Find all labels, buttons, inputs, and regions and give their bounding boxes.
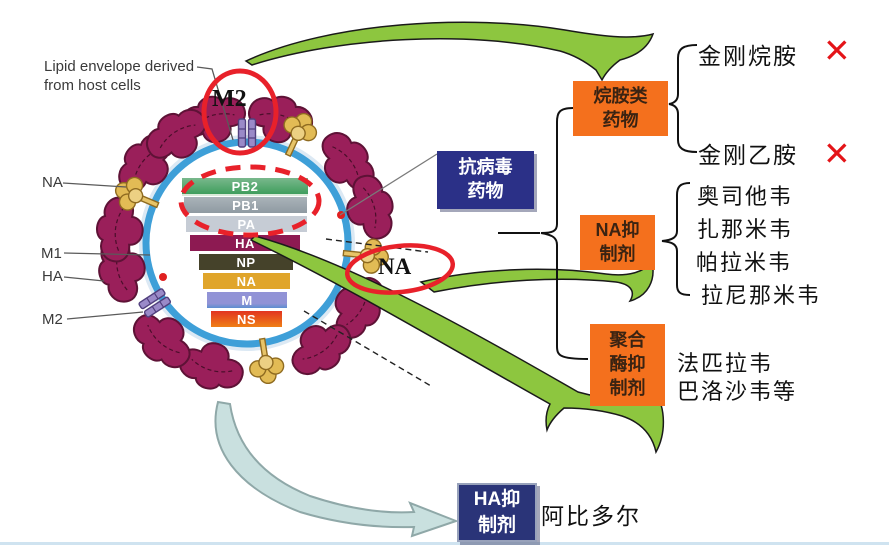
brace-na-inhibitor [661,182,691,296]
alkylamine-box-line2: 药物 [602,109,639,130]
brace-main [540,107,589,360]
lipid-envelope-label: Lipid envelope derived from host cells [44,57,194,95]
arrow-m2-to-alkylamine [244,21,655,82]
drug-amantadine: 金刚烷胺 [698,44,798,69]
polymerase-highlight-dashed-ellipse [178,164,322,238]
segment-bar-m: M [207,292,287,308]
alkylamine-box-line1: 烷胺类 [593,85,648,106]
membrane-dot [159,273,167,281]
segment-label: PB1 [232,197,259,213]
na-inhibitor-box-line2: 制剂 [599,243,636,264]
drug-oseltamivir: 奥司他韦 [697,184,794,209]
side-label-na: NA [42,174,63,191]
lipid-envelope-label-line1: Lipid envelope derived [44,58,195,75]
drug-favipiravir: 法匹拉韦 [677,351,774,376]
na-callout-label: NA [378,254,412,279]
na-inhibitor-box-line1: NA抑 [595,219,640,240]
segment-bar-pb1: PB1 [184,197,307,213]
segment-label: M [241,292,253,308]
ha-inhibitor-box: HA抑 制剂 [457,483,537,542]
side-label-m2: M2 [42,311,63,328]
ha-inhibitor-box-line1: HA抑 [473,489,521,511]
segment-label: PB2 [231,178,259,194]
polymerase-box-line3: 制剂 [609,377,646,398]
envelope-halo [139,135,355,351]
antiviral-drugs-box: 抗病毒 药物 [437,151,534,209]
alkylamine-class-box: 烷胺类 药物 [573,81,668,136]
segment-label: HA [235,235,255,251]
drug-arbidol: 阿比多尔 [541,504,641,529]
segment-bar-np: NP [199,254,293,270]
ha-inhibitor-box-line2: 制剂 [477,514,516,536]
segment-label: NP [236,254,256,270]
antiviral-drugs-box-line1: 抗病毒 [458,157,513,178]
label-pointer-lines [62,66,438,320]
arrow-virus-to-ha-inhibitor [214,400,459,538]
polymerase-inhibitor-box: 聚合 酶抑 制剂 [590,324,665,406]
side-label-m1: M1 [41,245,62,262]
segment-label: PA [237,216,256,232]
drug-rimantadine: 金刚乙胺 [698,143,798,168]
banned-x-icon: ✕ [823,135,851,172]
segment-label: NS [236,311,257,327]
m2-highlight-circle [201,68,279,156]
brace-alkylamine [668,44,698,153]
drug-peramivir: 帕拉米韦 [696,250,793,275]
segment-label: NA [236,273,257,289]
segment-bar-pb2: PB2 [182,178,308,196]
arrow-na-inhibitor-to-na [419,260,654,303]
side-label-ha: HA [42,268,63,285]
na-highlight-ellipse [344,243,456,295]
segment-bar-pa: PA [186,216,307,232]
banned-x-icon: ✕ [823,32,851,69]
polymerase-box-line2: 酶抑 [609,354,646,375]
segment-bar-ns: NS [211,311,282,327]
segment-bar-na: NA [203,273,290,289]
drug-baloxavir: 巴洛沙韦等 [677,379,798,404]
lipid-envelope-label-line2: from host cells [44,77,141,94]
drug-zanamivir: 扎那米韦 [697,217,794,242]
dashed-projection-lines [303,238,432,387]
drug-laninamivir: 拉尼那米韦 [701,283,822,308]
braces [498,44,698,360]
antiviral-drugs-box-line2: 药物 [467,181,504,201]
m2-callout-label: M2 [212,86,247,112]
na-inhibitor-box: NA抑 制剂 [580,215,655,270]
polymerase-box-line1: 聚合 [609,330,646,351]
slide-bottom-edge [0,542,889,545]
arrow-polymerase-to-core [249,235,665,455]
